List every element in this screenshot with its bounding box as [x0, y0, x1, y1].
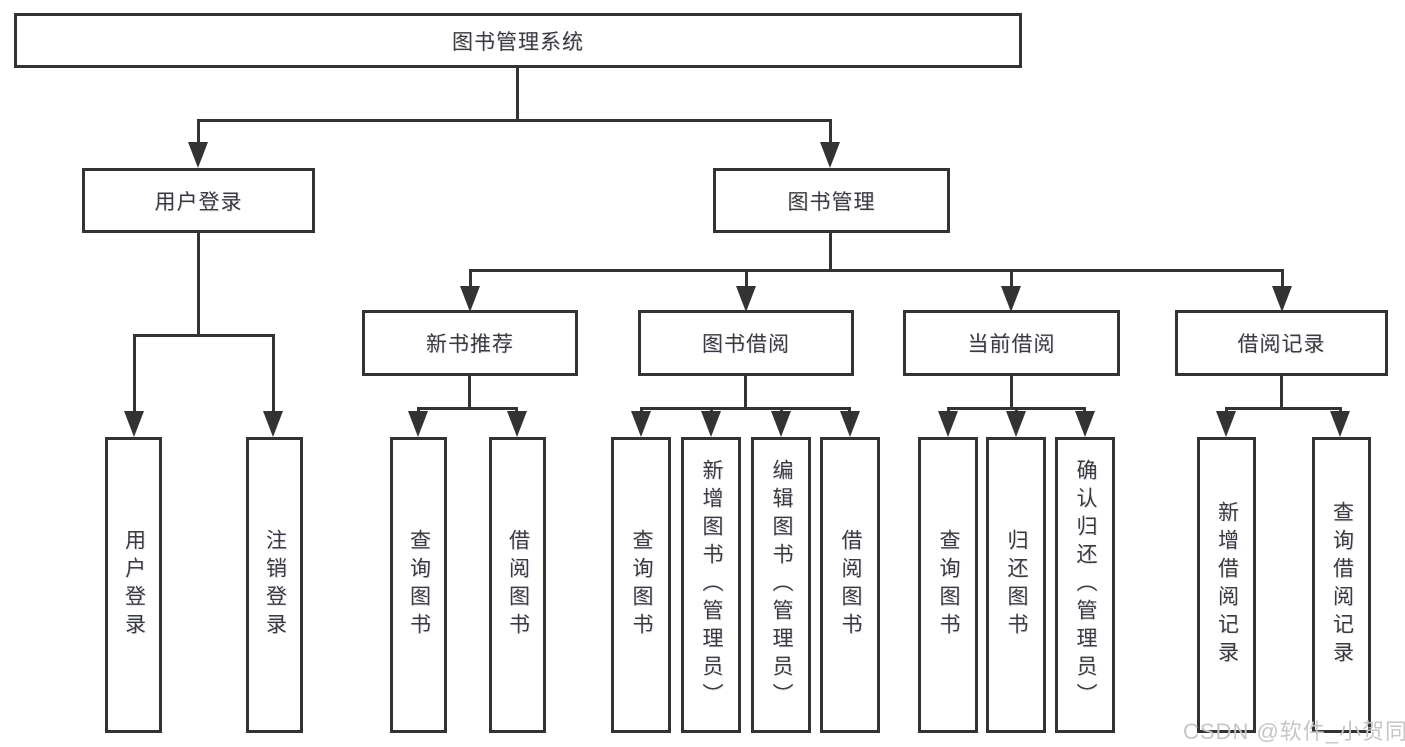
arrow-down-icon: [938, 411, 958, 437]
arrow-down-icon: [460, 286, 480, 312]
node-label: 当前借阅: [967, 333, 1056, 356]
leaf-borrow-borrow-books: 借阅图书: [820, 437, 880, 733]
connector-horizontal: [417, 407, 518, 410]
leaf-recommend-borrow-books: 借阅图书: [489, 437, 546, 733]
connector-stem: [1281, 269, 1284, 292]
connector-horizontal: [1225, 407, 1342, 410]
connector-stem: [744, 376, 747, 409]
node-label: 图书借阅: [702, 333, 790, 356]
node-label: 用户登录: [122, 529, 146, 641]
leaf-borrow-query-books: 查询图书: [611, 437, 671, 733]
leaf-records-query-borrow-record: 查询借阅记录: [1312, 437, 1371, 733]
arrow-down-icon: [771, 411, 791, 437]
node-label: 注销登录: [263, 529, 287, 641]
connector-stem: [468, 376, 471, 409]
node-label: 借阅图书: [506, 529, 530, 641]
node-book-borrow: 图书借阅: [638, 310, 854, 376]
leaf-borrow-add-books-admin: 新增图书（管理员）: [681, 437, 741, 733]
leaf-current-confirm-return-admin: 确认归还（管理员）: [1055, 437, 1115, 733]
arrow-down-icon: [507, 411, 527, 437]
connector-stem: [745, 269, 748, 292]
node-label: 查询借阅记录: [1330, 501, 1354, 669]
leaf-current-return-books: 归还图书: [986, 437, 1046, 733]
connector-horizontal: [133, 334, 275, 337]
leaf-current-query-books: 查询图书: [918, 437, 978, 733]
connector-stem: [197, 119, 200, 149]
node-new-book-recommend: 新书推荐: [362, 310, 578, 376]
arrow-down-icon: [188, 142, 208, 168]
node-label: 新书推荐: [426, 333, 514, 356]
connector-stem: [133, 334, 136, 416]
connector-stem: [1010, 376, 1013, 409]
connector-stem: [829, 119, 832, 149]
arrow-down-icon: [1330, 411, 1350, 437]
leaf-logout-login: 注销登录: [246, 437, 303, 733]
connector-stem: [197, 233, 200, 336]
leaf-records-add-borrow-record: 新增借阅记录: [1197, 437, 1256, 733]
node-label: 查询图书: [937, 529, 960, 641]
arrow-down-icon: [736, 286, 756, 312]
connector-stem: [469, 269, 472, 292]
arrow-down-icon: [124, 411, 144, 437]
csdn-watermark: CSDN @软件_小贺同学: [1183, 719, 1405, 744]
connector-horizontal: [469, 269, 1284, 272]
node-label: 图书管理: [787, 190, 876, 214]
node-label: 查询图书: [407, 529, 431, 641]
arrow-down-icon: [840, 411, 860, 437]
node-label: 查询图书: [630, 529, 653, 641]
node-label: 借阅记录: [1237, 333, 1326, 356]
connector-root-stem: [516, 68, 519, 121]
arrow-down-icon: [631, 411, 651, 437]
connector-stem: [829, 233, 832, 271]
node-label: 确认归还（管理员）: [1074, 459, 1097, 711]
node-book-management: 图书管理: [713, 168, 950, 233]
node-label: 新增借阅记录: [1215, 501, 1239, 669]
node-label: 借阅图书: [839, 529, 862, 641]
node-label: 编辑图书（管理员）: [770, 459, 793, 711]
arrow-down-icon: [263, 411, 283, 437]
node-label: 归还图书: [1005, 529, 1028, 641]
leaf-borrow-edit-books-admin: 编辑图书（管理员）: [751, 437, 811, 733]
connector-stem: [272, 334, 275, 416]
node-label: 新增图书（管理员）: [700, 459, 723, 711]
leaf-recommend-query-books: 查询图书: [390, 437, 447, 733]
arrow-down-icon: [1272, 286, 1292, 312]
connector-level1-horizontal: [197, 119, 832, 122]
leaf-user-login: 用户登录: [105, 437, 162, 733]
arrow-down-icon: [701, 411, 721, 437]
node-library-management-system: 图书管理系统: [14, 13, 1022, 68]
arrow-down-icon: [1001, 286, 1021, 312]
node-label: 用户登录: [154, 190, 243, 214]
connector-stem: [1280, 376, 1283, 409]
arrow-down-icon: [1006, 411, 1026, 437]
arrow-down-icon: [820, 142, 840, 168]
node-label: 图书管理系统: [452, 30, 584, 54]
connector-horizontal: [640, 407, 851, 410]
arrow-down-icon: [1216, 411, 1236, 437]
node-borrow-records: 借阅记录: [1175, 310, 1388, 376]
connector-stem: [1010, 269, 1013, 292]
arrow-down-icon: [1075, 411, 1095, 437]
node-current-borrow: 当前借阅: [903, 310, 1120, 376]
arrow-down-icon: [408, 411, 428, 437]
node-user-login: 用户登录: [82, 168, 315, 233]
